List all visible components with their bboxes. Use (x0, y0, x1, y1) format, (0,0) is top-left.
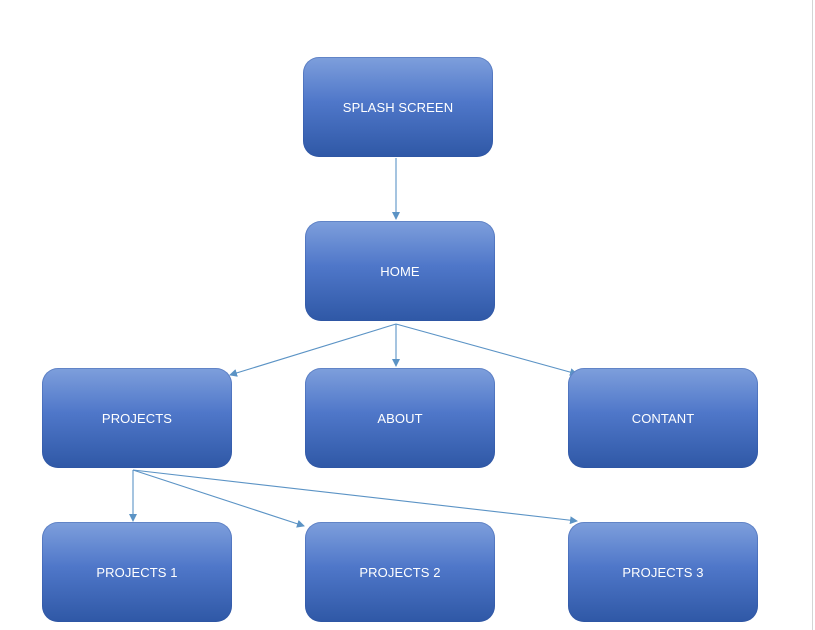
node-label: PROJECTS 3 (622, 564, 704, 580)
node-projects-1: PROJECTS 1 (42, 522, 232, 622)
node-label: PROJECTS (101, 410, 173, 426)
node-label: ABOUT (377, 410, 423, 426)
edge-projects-to-projects3 (132, 469, 578, 525)
page-edge-divider (812, 0, 813, 630)
edge-home-to-projects (229, 323, 397, 377)
node-projects: PROJECTS (42, 368, 232, 468)
node-label: SPLASH SCREEN (342, 99, 454, 115)
node-label: PROJECTS 2 (359, 564, 441, 580)
node-splash-screen: SPLASH SCREEN (303, 57, 493, 157)
edge-home-to-contant (395, 323, 578, 376)
node-label: CONTANT (631, 410, 695, 426)
edge-projects-to-projects2 (132, 469, 305, 528)
node-label: HOME (380, 263, 420, 279)
node-home: HOME (305, 221, 495, 321)
node-projects-2: PROJECTS 2 (305, 522, 495, 622)
node-projects-3: PROJECTS 3 (568, 522, 758, 622)
node-about: ABOUT (305, 368, 495, 468)
node-label: PROJECTS 1 (96, 564, 178, 580)
node-contant: CONTANT (568, 368, 758, 468)
